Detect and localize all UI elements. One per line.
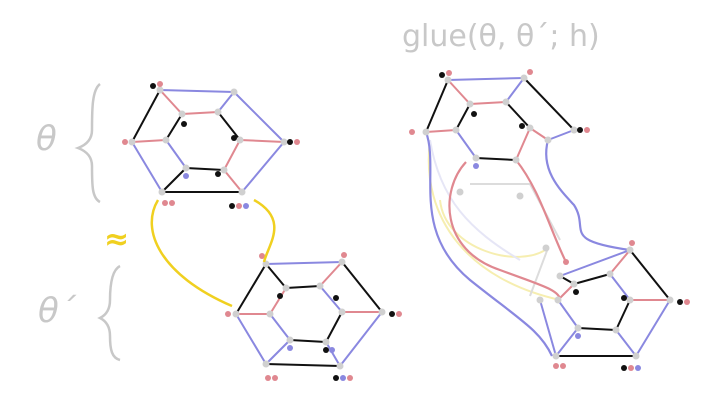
glued-graph bbox=[409, 69, 690, 371]
theta-brace bbox=[74, 83, 101, 204]
gluing-curve-right bbox=[253, 198, 276, 263]
glue-formula-label: glue(θ, θ´; h) bbox=[402, 19, 600, 54]
theta-prime-label: θ´ bbox=[38, 291, 77, 331]
approx-symbol: ≈ bbox=[104, 222, 129, 257]
graph-theta bbox=[122, 81, 300, 209]
gluing-curve-left bbox=[150, 199, 233, 308]
theta-prime-brace bbox=[97, 264, 121, 362]
theta-label: θ bbox=[36, 119, 57, 159]
graph-theta-prime bbox=[225, 252, 402, 381]
